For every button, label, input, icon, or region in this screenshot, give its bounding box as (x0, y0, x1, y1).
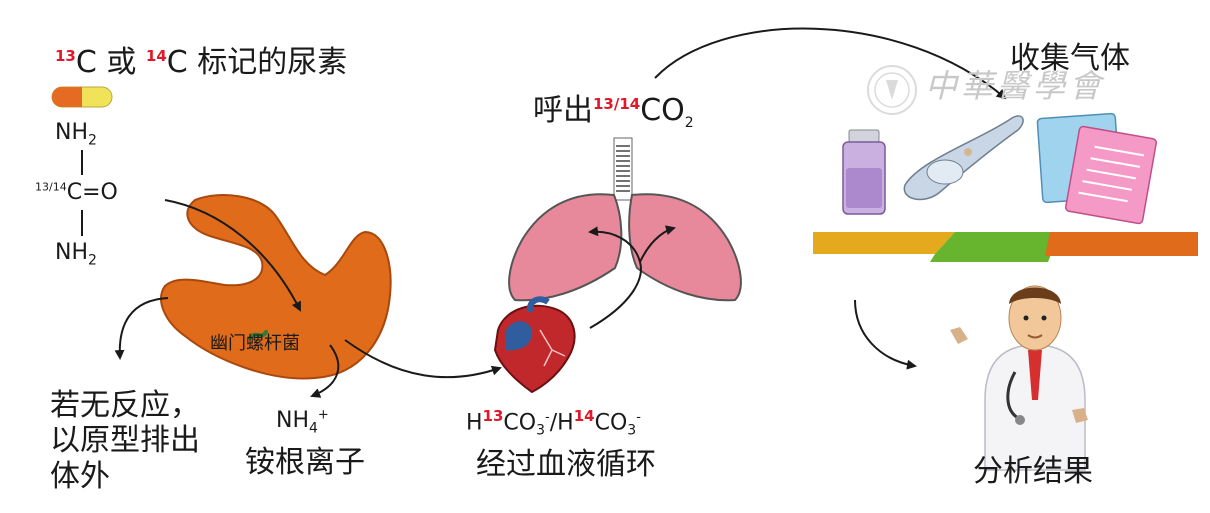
arrow-to-blood (344, 339, 502, 379)
nh2-subscript: 2 (88, 132, 97, 149)
isotope-13-label: 13 (482, 407, 504, 425)
co3-charge: - (545, 410, 550, 425)
arrow-exhale-to-collect (654, 27, 1007, 100)
no-reaction-line: 以原型排出 (50, 423, 200, 459)
co3-subscript: 3 (536, 422, 546, 439)
co2-text: CO (640, 93, 685, 128)
lungs-illustration (508, 137, 742, 302)
isotope-14-label: 14 (573, 407, 595, 425)
ammonium-formula: NH4+ (276, 407, 329, 437)
doctor-illustration (950, 285, 1088, 471)
nh2-text: NH (55, 120, 88, 145)
arrow-urea-to-bacteria (164, 199, 301, 312)
nh4-subscript: 4 (309, 420, 318, 437)
circulation-label: 经过血液循环 (476, 447, 656, 482)
progress-color-bar (813, 232, 1198, 262)
exhale-label: 呼出13/14CO2 (533, 93, 694, 131)
nh4-text: NH (276, 408, 309, 433)
isotope-14-label: 14 (145, 47, 167, 65)
co2-subscript: 2 (684, 115, 694, 131)
capsule-icon (51, 86, 113, 108)
co3-subscript: 3 (627, 422, 637, 439)
ammonium-label: 铵根离子 (245, 445, 365, 480)
exhale-prefix: 呼出 (533, 93, 593, 128)
h-text: H (466, 410, 483, 436)
collect-gas-label: 收集气体 (1010, 41, 1130, 76)
heart-illustration (493, 296, 576, 394)
title-or: C 或 (75, 45, 146, 80)
no-reaction-line: 体外 (50, 458, 110, 494)
stomach-shape (160, 194, 392, 380)
urea-nh2-bottom: NH2 (55, 240, 97, 268)
arrow-to-result (854, 299, 917, 370)
watermark-seal-icon (867, 65, 917, 115)
urea-carbonyl: 13/14C=O (35, 180, 118, 205)
co3-charge: - (636, 410, 641, 425)
nh2-subscript: 2 (88, 252, 97, 269)
result-label: 分析结果 (973, 454, 1093, 489)
carbon-isotope-prefix: 13/14 (35, 180, 67, 194)
bacteria-label: 幽门螺杆菌 (210, 333, 300, 354)
isotope-13-label: 13 (55, 47, 76, 65)
bicarbonate-formula: H13CO3-/H14CO3- (466, 407, 641, 439)
co2-isotope-label: 13/14 (593, 95, 641, 113)
co3-text: CO (503, 410, 537, 436)
carbonyl-text: C=O (66, 180, 118, 205)
watermark-text: 中華醫學會 (925, 67, 1106, 105)
h-text: /H (549, 410, 574, 436)
no-reaction-text: 若无反应， 以原型排出 体外 (50, 388, 200, 494)
arrow-to-ammonium (310, 344, 340, 398)
diagram-title: 13C 或 14C 标记的尿素 (55, 45, 348, 81)
nh4-charge: + (317, 407, 329, 423)
co3-text: CO (594, 410, 628, 436)
title-rest: C 标记的尿素 (166, 45, 348, 80)
nh2-text: NH (55, 240, 88, 265)
arrow-no-reaction (114, 297, 169, 360)
arrow-heart-to-lungs (588, 226, 642, 329)
gas-collection-items (842, 112, 1157, 225)
no-reaction-line: 若无反应， (50, 388, 200, 423)
bacterium-icon (248, 330, 268, 340)
urea-nh2-top: NH2 (55, 120, 97, 148)
arrow-lungs-up (639, 225, 676, 263)
